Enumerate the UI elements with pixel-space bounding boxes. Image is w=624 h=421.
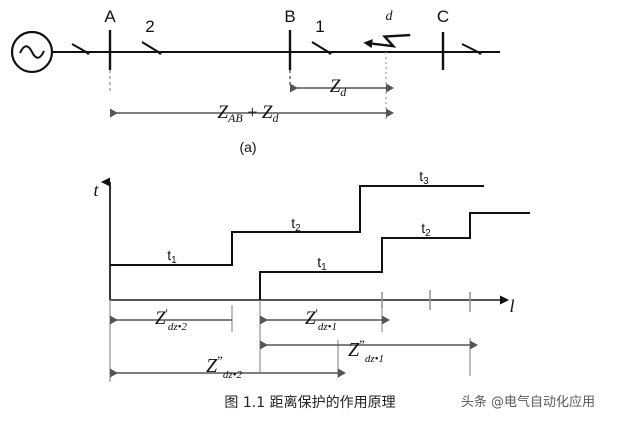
bus-C-label: C [437,7,449,26]
bus-B-label: B [284,7,295,26]
step-label-t3-a: t3 [419,168,429,187]
x-axis-label: l [509,296,514,316]
dim-label-zd: Zd [330,76,348,99]
breaker-source [71,43,90,55]
breaker-2-label: 2 [145,17,154,36]
watermark: 头条 @电气自动化应用 [461,394,595,410]
step-curve-protection-2 [110,185,484,266]
dim-label-zab-zd: ZAB + Zd [218,102,280,125]
y-axis-label: t [93,180,99,200]
fault-lightning-bolt-icon [363,33,411,49]
dim-label-z1-dz2: Z'dz•2 [155,306,188,333]
ac-source-icon [10,30,54,74]
step-label-t1-b: t1 [317,254,327,273]
dim-label-z2-dz2: Z”dz•2 [206,353,243,381]
step-label-t2-a: t2 [291,215,301,234]
breaker-2 [141,41,162,55]
zd-sub: d [340,85,347,99]
step-curve-protection-1 [259,212,530,300]
figure-caption: 图 1.1 距离保护的作用原理 [224,394,395,411]
time-distance-chart: t l t1 t2 t3 t1 [93,168,530,382]
breaker-1-label: 1 [315,17,324,36]
dim-label-z2-dz1: Z”dz•1 [348,337,384,365]
dim-label-z1-dz1: Z'dz•1 [305,306,337,333]
circuit-diagram: A 2 B 1 d [10,7,500,155]
breaker-right [461,43,482,55]
breaker-1 [311,41,332,55]
zd-base: Z [330,76,341,97]
fault-label: d [386,9,394,24]
bus-A-label: A [104,7,116,26]
step-label-t2-b: t2 [421,220,431,239]
subfigure-label-a: (a) [239,139,256,155]
step-label-t1-a: t1 [167,247,177,266]
